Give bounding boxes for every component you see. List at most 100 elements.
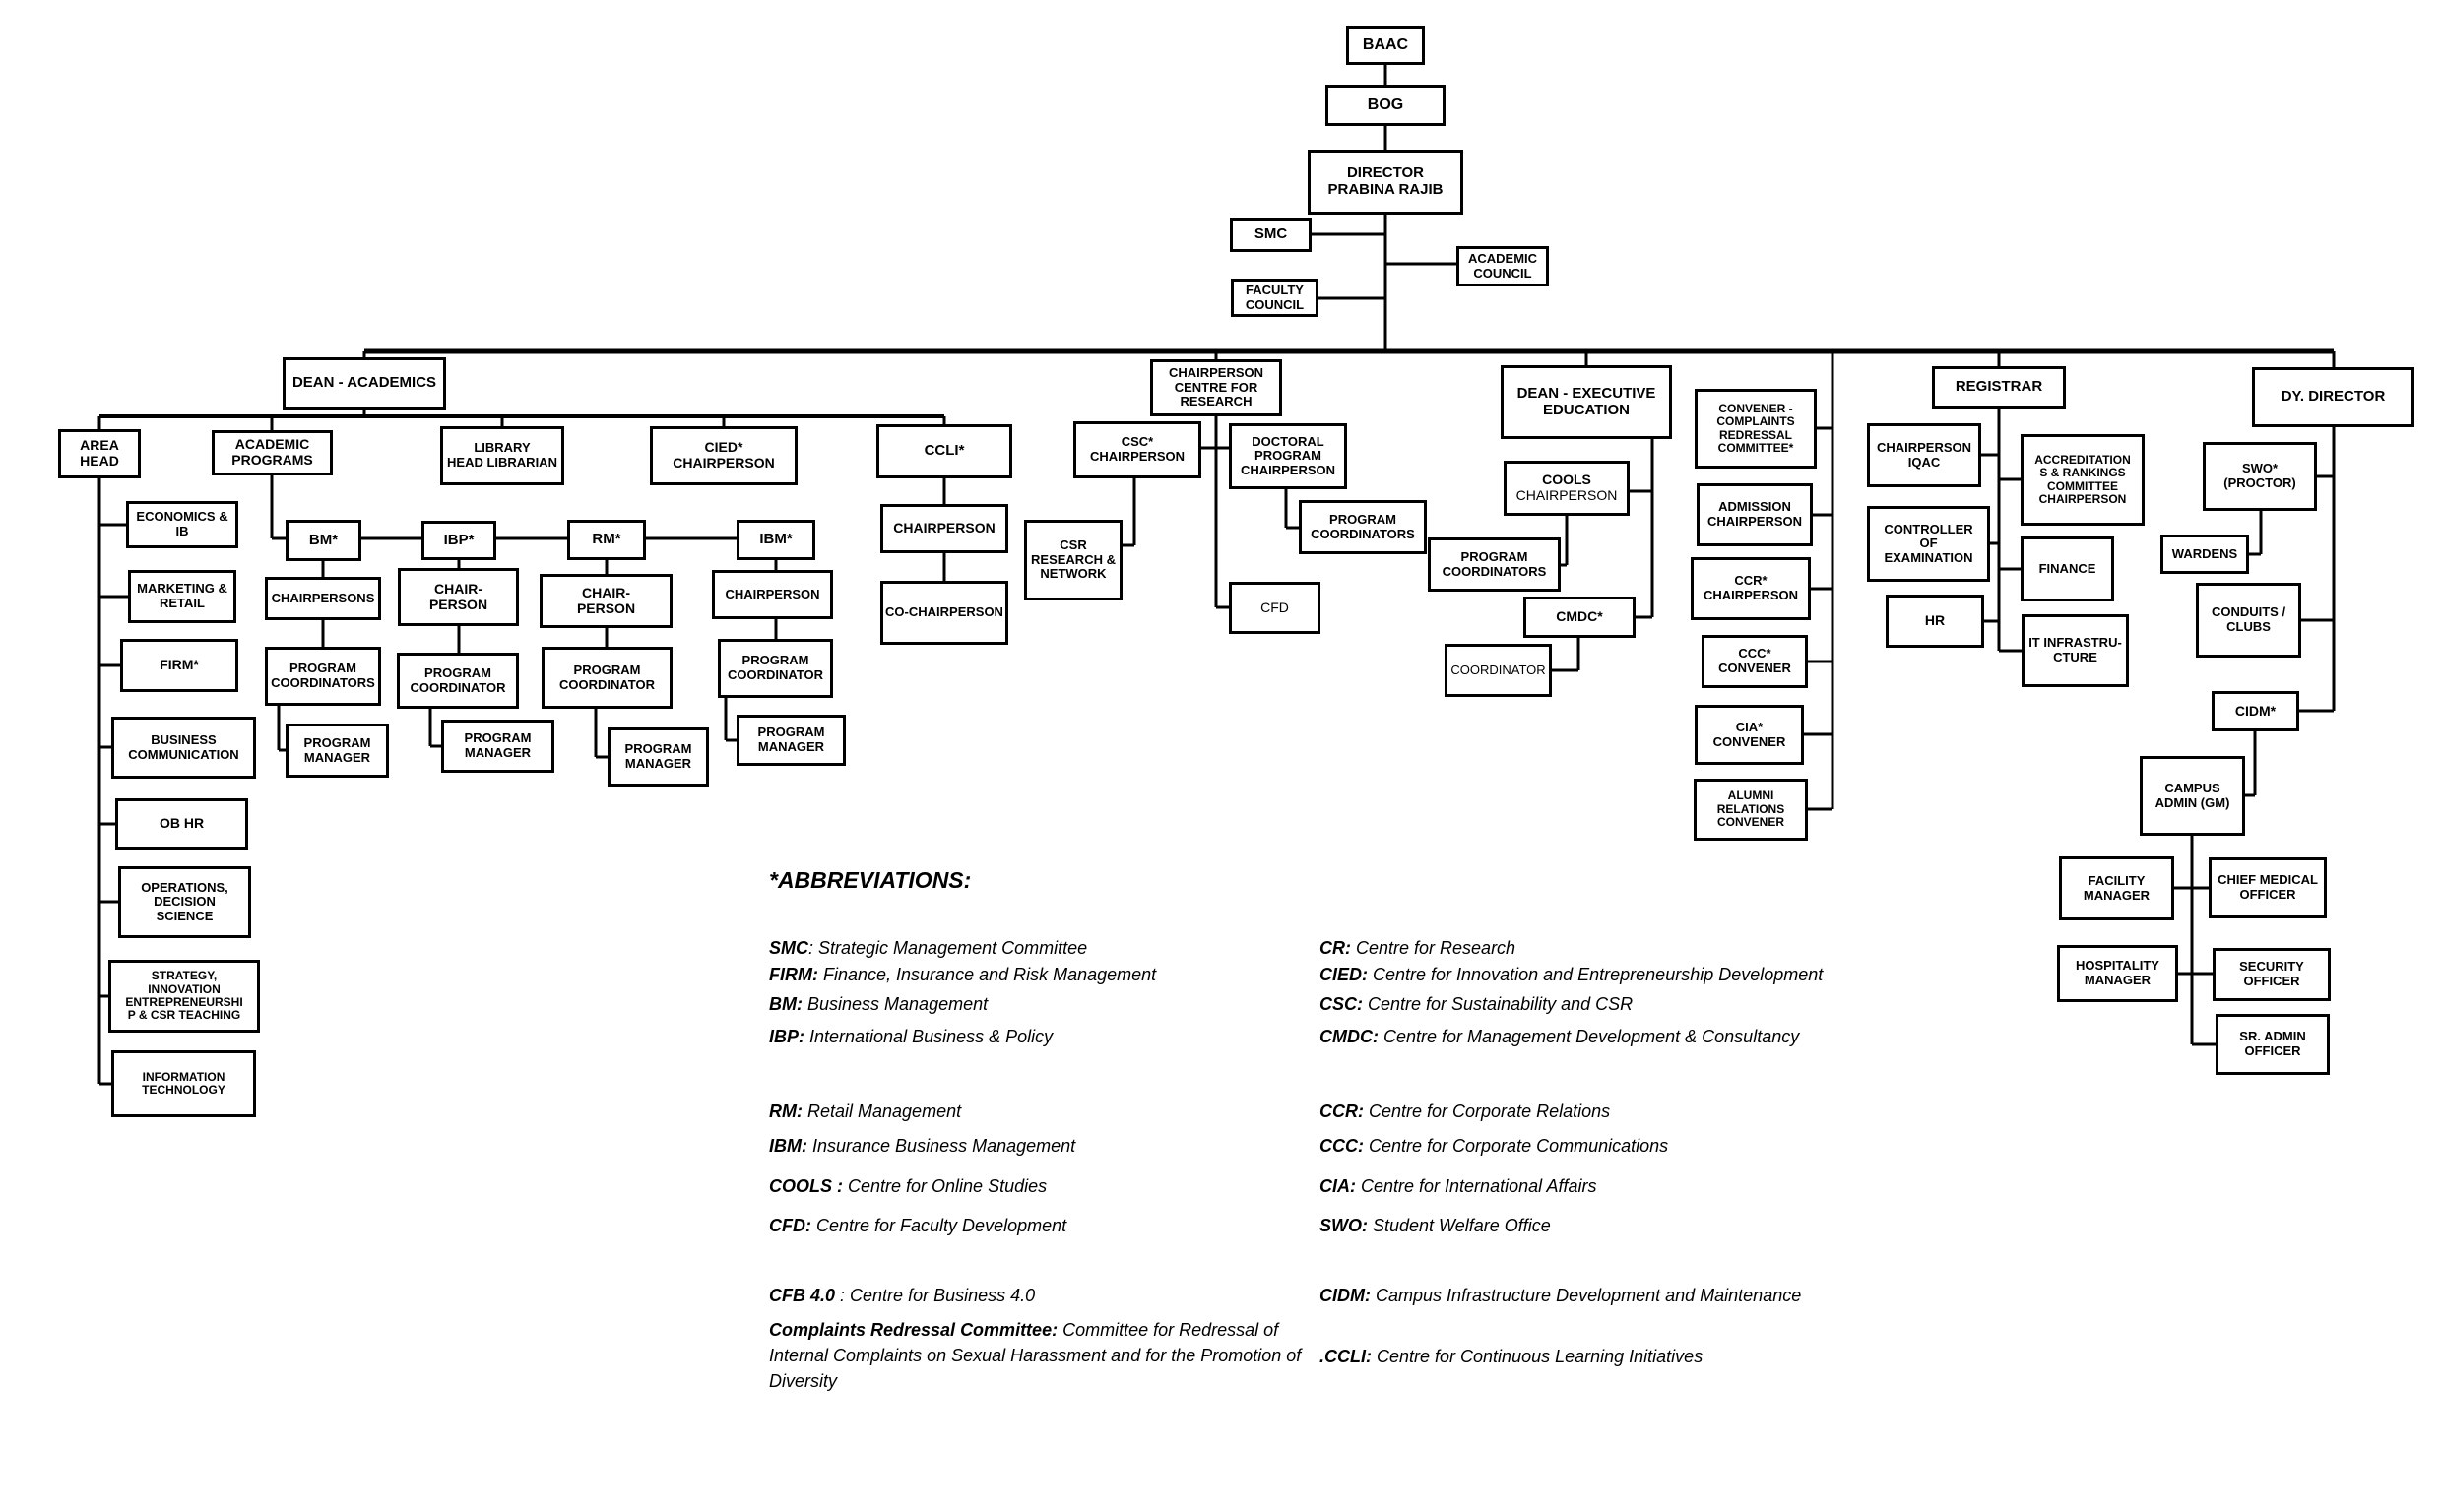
org-node-area-head: AREA HEAD xyxy=(58,429,141,478)
abbreviation-term: Complaints Redressal Committee: xyxy=(769,1320,1059,1340)
org-node-csc-chairperson: CSC* CHAIRPERSON xyxy=(1073,421,1201,478)
abbreviation-definition: Centre for Faculty Development xyxy=(811,1216,1067,1235)
abbreviation-term: CCR: xyxy=(1319,1102,1364,1121)
org-node-firm: FIRM* xyxy=(120,639,238,692)
org-node-ccli-chairperson: CHAIRPERSON xyxy=(880,504,1008,553)
org-node-dean-executive-education: DEAN - EXECUTIVE EDUCATION xyxy=(1501,365,1672,439)
org-node-ob-hr: OB HR xyxy=(115,798,248,850)
org-node-business-communication: BUSINESS COMMUNICATION xyxy=(111,717,256,779)
abbreviation-term: FIRM: xyxy=(769,965,818,984)
abbreviation-term: CSC: xyxy=(1319,994,1363,1014)
abbreviation-definition: Student Welfare Office xyxy=(1368,1216,1551,1235)
org-node-ibm-program-manager: PROGRAM MANAGER xyxy=(737,715,846,766)
abbreviation-definition: Centre for Innovation and Entrepreneursh… xyxy=(1368,965,1824,984)
abbreviation-entry: CIDM: Campus Infrastructure Development … xyxy=(1319,1283,1999,1308)
abbreviation-definition: Centre for Corporate Communications xyxy=(1364,1136,1669,1156)
abbreviation-entry: IBP: International Business & Policy xyxy=(769,1024,1306,1049)
org-node-facility-manager: FACILITY MANAGER xyxy=(2059,856,2174,920)
abbreviation-definition: Centre for Online Studies xyxy=(843,1176,1048,1196)
org-node-alumni-relations-convener: ALUMNI RELATIONS CONVENER xyxy=(1694,779,1808,841)
abbreviation-definition: Centre for International Affairs xyxy=(1356,1176,1597,1196)
org-node-chief-medical-officer: CHIEF MEDICAL OFFICER xyxy=(2209,857,2327,918)
abbreviation-entry: IBM: Insurance Business Management xyxy=(769,1133,1306,1159)
org-node-director: DIRECTOR PRABINA RAJIB xyxy=(1308,150,1463,215)
abbreviation-entry: BM: Business Management xyxy=(769,991,1306,1017)
org-node-security-officer: SECURITY OFFICER xyxy=(2213,948,2331,1001)
abbreviation-term: COOLS : xyxy=(769,1176,843,1196)
abbreviation-entry: CIA: Centre for International Affairs xyxy=(1319,1173,1999,1199)
org-node-exec-program-coordinators: PROGRAM COORDINATORS xyxy=(1428,537,1561,592)
org-node-dy-director: DY. DIRECTOR xyxy=(2252,367,2414,427)
org-node-information-technology: INFORMATION TECHNOLOGY xyxy=(111,1050,256,1117)
org-node-bm-chairpersons: CHAIRPERSONS xyxy=(265,577,381,620)
org-node-convener-complaints-redressal: CONVENER - COMPLAINTS REDRESSAL COMMITTE… xyxy=(1695,389,1817,469)
org-node-controller-of-examination: CONTROLLER OF EXAMINATION xyxy=(1867,506,1990,582)
abbreviation-definition: Centre for Management Development & Cons… xyxy=(1379,1027,1800,1046)
abbreviation-term: CFD: xyxy=(769,1216,811,1235)
abbreviation-definition: Retail Management xyxy=(803,1102,962,1121)
org-node-ibm-chairperson: CHAIRPERSON xyxy=(712,570,833,619)
org-node-it-infrastructure: IT INFRASTRU- CTURE xyxy=(2022,614,2129,687)
org-node-cmdc-coordinator: COORDINATOR xyxy=(1445,644,1552,697)
org-node-ccr-chairperson: CCR* CHAIRPERSON xyxy=(1691,557,1811,620)
org-node-academic-programs: ACADEMIC PROGRAMS xyxy=(212,430,333,475)
org-node-chairperson-centre-research: CHAIRPERSON CENTRE FOR RESEARCH xyxy=(1150,359,1282,416)
org-node-finance: FINANCE xyxy=(2021,536,2114,601)
abbreviation-term: IBP: xyxy=(769,1027,804,1046)
org-node-ibp-chairperson: CHAIR- PERSON xyxy=(398,568,519,626)
abbreviation-definition: Centre for Corporate Relations xyxy=(1364,1102,1611,1121)
abbreviation-entry: CMDC: Centre for Management Development … xyxy=(1319,1024,1999,1049)
abbreviation-entry: CCC: Centre for Corporate Communications xyxy=(1319,1133,1999,1159)
abbreviation-definition: International Business & Policy xyxy=(804,1027,1054,1046)
abbreviation-term: CMDC: xyxy=(1319,1027,1379,1046)
abbreviation-entry: CIED: Centre for Innovation and Entrepre… xyxy=(1319,962,1999,987)
org-node-marketing-retail: MARKETING & RETAIL xyxy=(128,570,236,623)
org-node-cfd: CFD xyxy=(1229,582,1320,634)
org-node-rm-program-coordinator: PROGRAM COORDINATOR xyxy=(542,647,673,709)
abbreviation-term: IBM: xyxy=(769,1136,807,1156)
abbreviation-term: CR: xyxy=(1319,938,1351,958)
abbreviation-term: CIA: xyxy=(1319,1176,1356,1196)
org-node-ibp: IBP* xyxy=(421,521,496,560)
org-node-dean-academics: DEAN - ACADEMICS xyxy=(283,357,446,410)
abbreviation-entry: RM: Retail Management xyxy=(769,1099,1306,1124)
org-node-ibp-program-manager: PROGRAM MANAGER xyxy=(441,720,554,773)
abbreviation-term: SWO: xyxy=(1319,1216,1368,1235)
org-node-ccli-co-chairperson: CO-CHAIRPERSON xyxy=(880,581,1008,645)
org-node-bm-program-manager: PROGRAM MANAGER xyxy=(286,724,389,778)
org-node-hospitality-manager: HOSPITALITY MANAGER xyxy=(2057,945,2178,1002)
org-node-accreditations-rankings: ACCREDITATION S & RANKINGS COMMITTEE CHA… xyxy=(2021,434,2145,526)
org-node-sr-admin-officer: SR. ADMIN OFFICER xyxy=(2216,1014,2330,1075)
abbreviation-term: CFB 4.0 xyxy=(769,1286,836,1305)
org-node-cia-convener: CIA* CONVENER xyxy=(1695,705,1804,765)
org-node-academic-council: ACADEMIC COUNCIL xyxy=(1456,246,1549,286)
org-node-operations-decision-science: OPERATIONS, DECISION SCIENCE xyxy=(118,866,251,938)
org-node-admission-chairperson: ADMISSION CHAIRPERSON xyxy=(1697,483,1813,546)
abbreviation-entry: .CCLI: Centre for Continuous Learning In… xyxy=(1319,1344,1999,1369)
org-node-registrar: REGISTRAR xyxy=(1932,366,2066,409)
abbreviation-entry: Complaints Redressal Committee: Committe… xyxy=(769,1317,1306,1394)
abbreviation-entry: CR: Centre for Research xyxy=(1319,935,1999,961)
abbreviation-definition: Insurance Business Management xyxy=(807,1136,1076,1156)
abbreviation-term: CIDM: xyxy=(1319,1286,1371,1305)
org-node-smc: SMC xyxy=(1230,218,1312,252)
abbreviation-definition: Centre for Continuous Learning Initiativ… xyxy=(1372,1347,1704,1366)
org-node-ccli: CCLI* xyxy=(876,424,1012,478)
org-node-ccc-convener: CCC* CONVENER xyxy=(1702,635,1808,688)
org-node-ibm-program-coordinator: PROGRAM COORDINATOR xyxy=(718,639,833,698)
abbreviation-definition: : Centre for Business 4.0 xyxy=(835,1286,1036,1305)
org-node-library: LIBRARY HEAD LIBRARIAN xyxy=(440,426,564,485)
org-node-cidm: CIDM* xyxy=(2212,691,2299,731)
org-node-doctoral-program-chairperson: DOCTORAL PROGRAM CHAIRPERSON xyxy=(1229,423,1347,489)
org-node-wardens: WARDENS xyxy=(2160,535,2249,574)
org-node-cied: CIED* CHAIRPERSON xyxy=(650,426,798,485)
org-node-conduits-clubs: CONDUITS / CLUBS xyxy=(2196,583,2301,658)
org-node-swo-proctor: SWO* (PROCTOR) xyxy=(2203,442,2317,511)
abbreviation-entry: COOLS : Centre for Online Studies xyxy=(769,1173,1306,1199)
abbreviation-entry: CSC: Centre for Sustainability and CSR xyxy=(1319,991,1999,1017)
abbreviation-definition: Campus Infrastructure Development and Ma… xyxy=(1371,1286,1802,1305)
abbreviation-term: .CCLI: xyxy=(1319,1347,1372,1366)
